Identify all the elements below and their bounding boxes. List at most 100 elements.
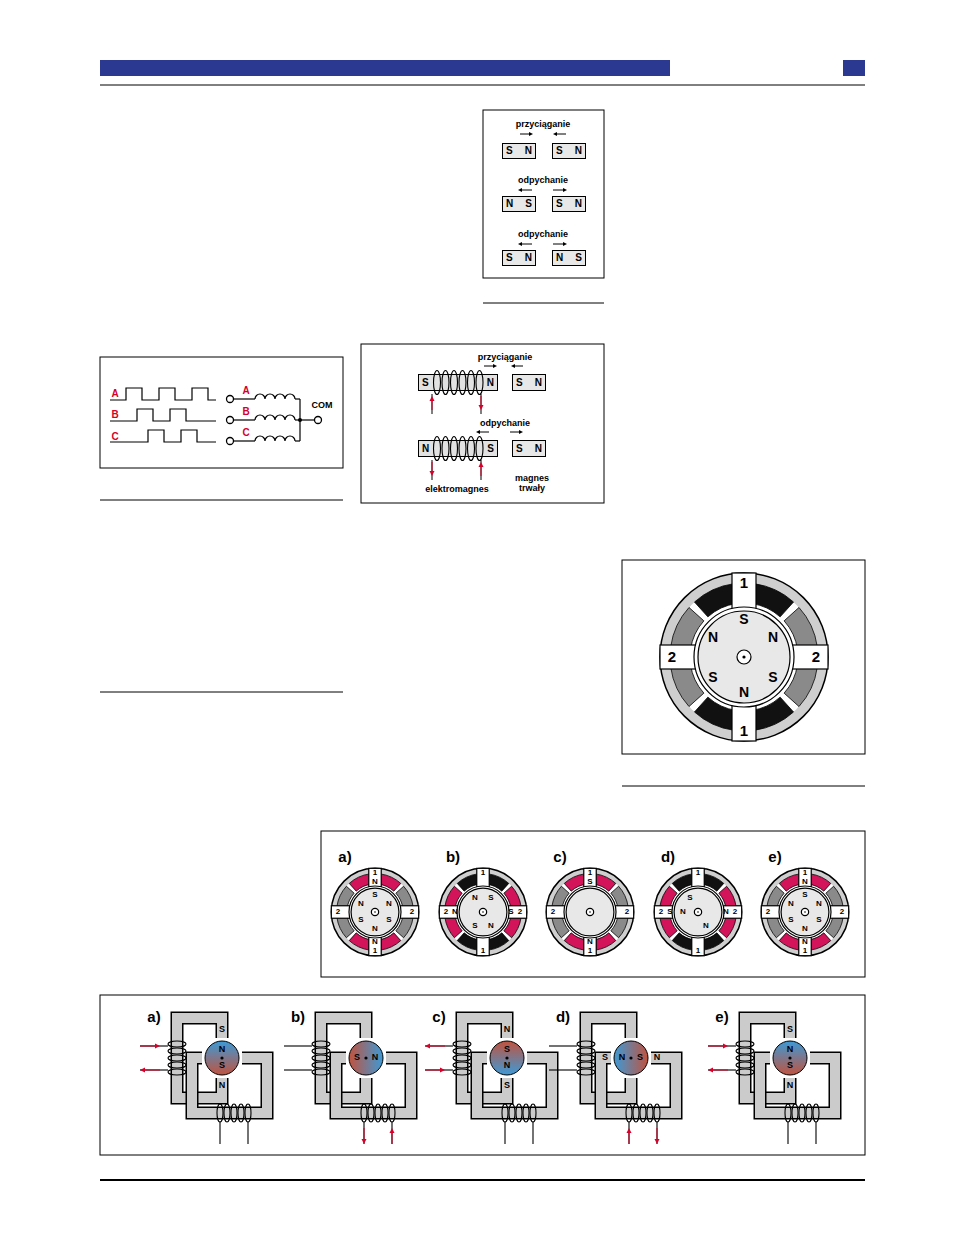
pole-label: N xyxy=(788,900,794,909)
coil-winding xyxy=(168,1062,186,1068)
air-gap xyxy=(457,886,509,938)
arrow-head xyxy=(430,471,435,476)
pole-tab xyxy=(732,703,756,741)
pole-label: S xyxy=(787,1061,793,1071)
coil-symbol xyxy=(255,394,295,399)
stepper-motor xyxy=(761,868,848,955)
arrow-head xyxy=(440,1068,445,1073)
wire xyxy=(100,85,865,86)
pulse-waveform xyxy=(110,409,216,421)
step-label: c) xyxy=(553,849,566,866)
wire xyxy=(284,1069,312,1070)
pole-label: N xyxy=(219,1045,226,1055)
stepper-motor xyxy=(439,868,526,955)
coil-winding xyxy=(168,1048,186,1054)
pole-letter: S xyxy=(525,199,532,209)
stator-pole xyxy=(790,645,828,669)
horseshoe-unit xyxy=(549,1018,676,1144)
force-caption: przyciąganie xyxy=(516,120,571,130)
coil-winding xyxy=(312,1062,330,1068)
pole-label: S xyxy=(802,891,807,900)
pole-label: N xyxy=(739,685,749,700)
pole-label: N xyxy=(723,908,729,917)
wire xyxy=(300,419,315,420)
stator-pole xyxy=(761,906,781,918)
stator-housing xyxy=(654,868,741,955)
pole-label: N xyxy=(472,894,478,903)
pole-label: N xyxy=(372,938,378,947)
air-gap xyxy=(779,886,831,938)
pole-label: N xyxy=(708,630,718,645)
force-caption: odpychanie xyxy=(480,419,530,429)
stator-pole xyxy=(654,906,674,918)
coil-winding xyxy=(312,1048,330,1054)
shaft-dot xyxy=(804,911,806,913)
rotor-axis xyxy=(629,1056,632,1059)
coil-winding xyxy=(647,1104,653,1122)
pole-letter: S xyxy=(575,253,582,263)
pulse-waveform xyxy=(110,430,216,442)
stator-pole xyxy=(692,936,704,956)
wire xyxy=(234,419,256,420)
pole-letter: N xyxy=(506,199,513,209)
stator-pole xyxy=(799,868,811,888)
pole-label: S xyxy=(788,916,793,925)
pole-label: N xyxy=(219,1081,226,1091)
pole-label: S xyxy=(472,922,477,931)
pole-label: N xyxy=(372,1053,379,1063)
arrow-head xyxy=(430,396,435,401)
terminal xyxy=(227,417,234,424)
pole-tab xyxy=(799,868,811,888)
coil-winding xyxy=(217,1104,223,1122)
stator-pole xyxy=(614,906,634,918)
pole-label: S xyxy=(739,612,748,627)
wire xyxy=(425,1069,453,1070)
terminal xyxy=(227,438,234,445)
pole-label: S xyxy=(768,670,777,685)
rotor xyxy=(566,888,614,936)
pole-label: 2 xyxy=(668,649,676,666)
waveforms xyxy=(110,388,322,445)
pole-label: N xyxy=(587,938,593,947)
pole-label: S xyxy=(787,1025,793,1035)
wire xyxy=(247,1122,248,1144)
pole-letter: N xyxy=(487,378,494,388)
header-bar xyxy=(100,60,670,76)
coil-winding xyxy=(792,1104,798,1122)
pole-label: N xyxy=(787,1045,794,1055)
pole-label: N xyxy=(768,630,778,645)
stator-housing xyxy=(660,573,828,741)
pole-label: 2 xyxy=(766,908,770,917)
pole-tab xyxy=(654,906,674,918)
signal-name: C xyxy=(111,431,118,442)
pole-letter: N xyxy=(525,253,532,263)
panel-frame xyxy=(622,560,865,754)
stator-pole xyxy=(477,936,489,956)
pole-label: 2 xyxy=(659,908,663,917)
pole-tab xyxy=(732,573,756,611)
electromagnet-core: NS xyxy=(418,440,498,457)
magnet-box: SN xyxy=(512,440,546,457)
coil-winding xyxy=(633,1104,639,1122)
stepper-motor xyxy=(546,868,633,955)
coil-winding xyxy=(312,1055,330,1061)
wire xyxy=(295,440,300,441)
arrow-head xyxy=(362,1139,367,1144)
air-gap xyxy=(694,607,794,707)
pole-tab xyxy=(799,936,811,956)
wire xyxy=(234,398,256,399)
arrow-head xyxy=(140,1068,145,1073)
pole-label: S xyxy=(354,1053,360,1063)
coil-winding xyxy=(375,1104,381,1122)
pole-label: N xyxy=(372,925,378,934)
wire xyxy=(425,1070,442,1071)
stepper-motor xyxy=(660,573,828,741)
coil-winding xyxy=(168,1041,186,1047)
stator-pole xyxy=(732,703,756,741)
magnet-box: SN xyxy=(552,196,586,212)
signal-name: A xyxy=(111,388,118,399)
permanent-magnet-rotor xyxy=(349,1041,383,1075)
coil-winding xyxy=(813,1104,819,1122)
pole-tab xyxy=(829,906,849,918)
coil-winding xyxy=(736,1069,754,1075)
